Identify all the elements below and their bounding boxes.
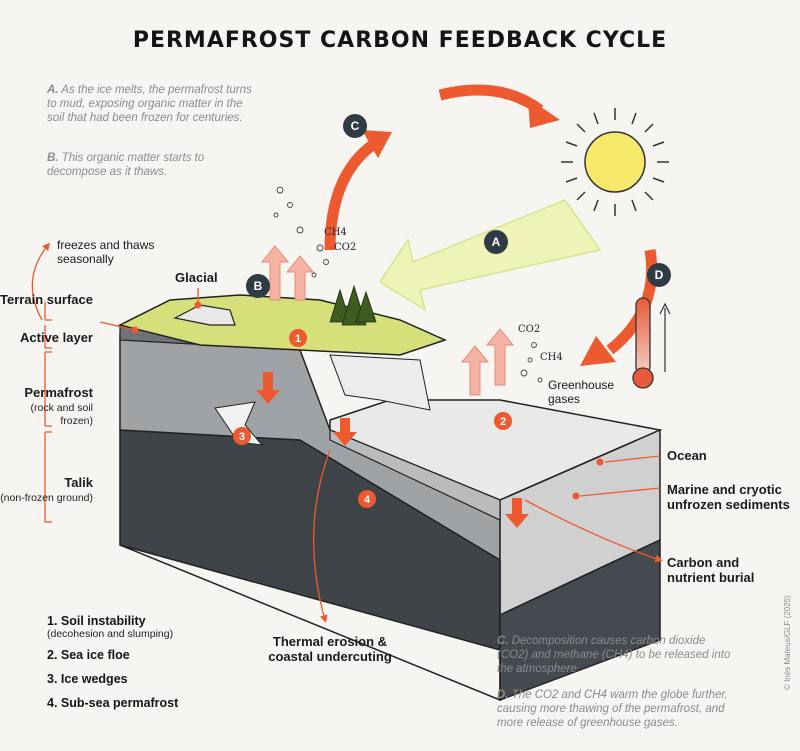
label-thermal-erosion: Thermal erosion & coastal undercuting bbox=[268, 634, 392, 664]
note-c-letter: C. bbox=[497, 635, 509, 647]
sun-icon bbox=[561, 108, 669, 216]
legend-item-2: 2. Sea ice floe bbox=[47, 648, 130, 662]
svg-text:A: A bbox=[492, 235, 501, 249]
marker-a: A bbox=[484, 230, 508, 254]
label-greenhouse-gases: Greenhouse gases bbox=[548, 378, 615, 406]
legend-item-1: 1. Soil instability (decohesion and slum… bbox=[47, 614, 174, 640]
label-ocean: Ocean bbox=[667, 448, 707, 463]
trees bbox=[329, 284, 377, 326]
svg-text:2: 2 bbox=[500, 416, 506, 428]
ch4-label-top: CH4 bbox=[324, 227, 347, 238]
note-b: B. This organic matter starts to decompo… bbox=[47, 151, 262, 179]
marker-4: 4 bbox=[358, 490, 376, 508]
note-a-letter: A. bbox=[47, 84, 59, 96]
seafloor-front bbox=[329, 429, 501, 521]
label-marine-sediments: Marine and cryotic unfrozen sediments bbox=[667, 482, 790, 512]
label-seasonal: freezes and thaws seasonally bbox=[57, 238, 155, 266]
thermometer-icon bbox=[632, 297, 671, 389]
label-glacial: Glacial bbox=[175, 270, 218, 285]
marker-b: B bbox=[246, 274, 270, 298]
marker-2: 2 bbox=[494, 412, 512, 430]
note-d-letter: D. bbox=[497, 689, 509, 701]
label-terrain-surface: Terrain surface bbox=[0, 292, 93, 307]
note-b-text: This organic matter starts to decompose … bbox=[47, 152, 205, 178]
down-arrow-coast bbox=[333, 418, 357, 446]
label-permafrost-sub: (rock and soil frozen) bbox=[30, 402, 93, 427]
svg-text:1: 1 bbox=[295, 333, 301, 345]
down-arrow-permafrost bbox=[256, 372, 280, 404]
ch4-label-right: CH4 bbox=[540, 352, 563, 363]
note-c: C. Decomposition causes carbon dioxide (… bbox=[497, 634, 737, 676]
svg-text:B: B bbox=[254, 279, 263, 293]
co2-label-right: CO2 bbox=[518, 324, 540, 335]
label-carbon-burial: Carbon and nutrient burial bbox=[667, 555, 755, 585]
note-d: D. The CO2 and CH4 warm the globe furthe… bbox=[497, 688, 737, 730]
label-talik-sub: (non-frozen ground) bbox=[0, 492, 93, 504]
cycle-arrow-top bbox=[438, 84, 544, 115]
note-c-text: Decomposition causes carbon dioxide (CO2… bbox=[497, 635, 731, 675]
legend: 1. Soil instability (decohesion and slum… bbox=[47, 614, 247, 710]
marker-3: 3 bbox=[233, 427, 251, 445]
image-credit: © Inès Mateus/GLF (2025) bbox=[783, 595, 792, 690]
cycle-arrow-c bbox=[324, 135, 383, 251]
label-permafrost: Permafrost bbox=[24, 385, 93, 400]
down-arrow-burial bbox=[505, 498, 529, 528]
svg-text:D: D bbox=[655, 268, 664, 282]
co2-label-top: CO2 bbox=[334, 242, 356, 253]
svg-text:4: 4 bbox=[364, 494, 371, 506]
marker-d: D bbox=[647, 263, 671, 287]
marker-c: C bbox=[343, 114, 367, 138]
marker-1: 1 bbox=[289, 329, 307, 347]
label-talik: Talik bbox=[64, 475, 93, 490]
note-a: A. As the ice melts, the permafrost turn… bbox=[47, 83, 262, 125]
note-b-letter: B. bbox=[47, 152, 59, 164]
svg-text:C: C bbox=[351, 119, 360, 133]
note-d-text: The CO2 and CH4 warm the globe further, … bbox=[497, 689, 728, 729]
label-active-layer: Active layer bbox=[20, 330, 93, 345]
svg-text:3: 3 bbox=[239, 431, 245, 443]
legend-item-3: 3. Ice wedges bbox=[47, 672, 128, 686]
radiation-arrow bbox=[378, 199, 602, 312]
note-a-text: As the ice melts, the permafrost turns t… bbox=[47, 84, 252, 124]
page-title: PERMAFROST CARBON FEEDBACK CYCLE bbox=[132, 28, 668, 53]
legend-item-4: 4. Sub-sea permafrost bbox=[47, 696, 179, 710]
